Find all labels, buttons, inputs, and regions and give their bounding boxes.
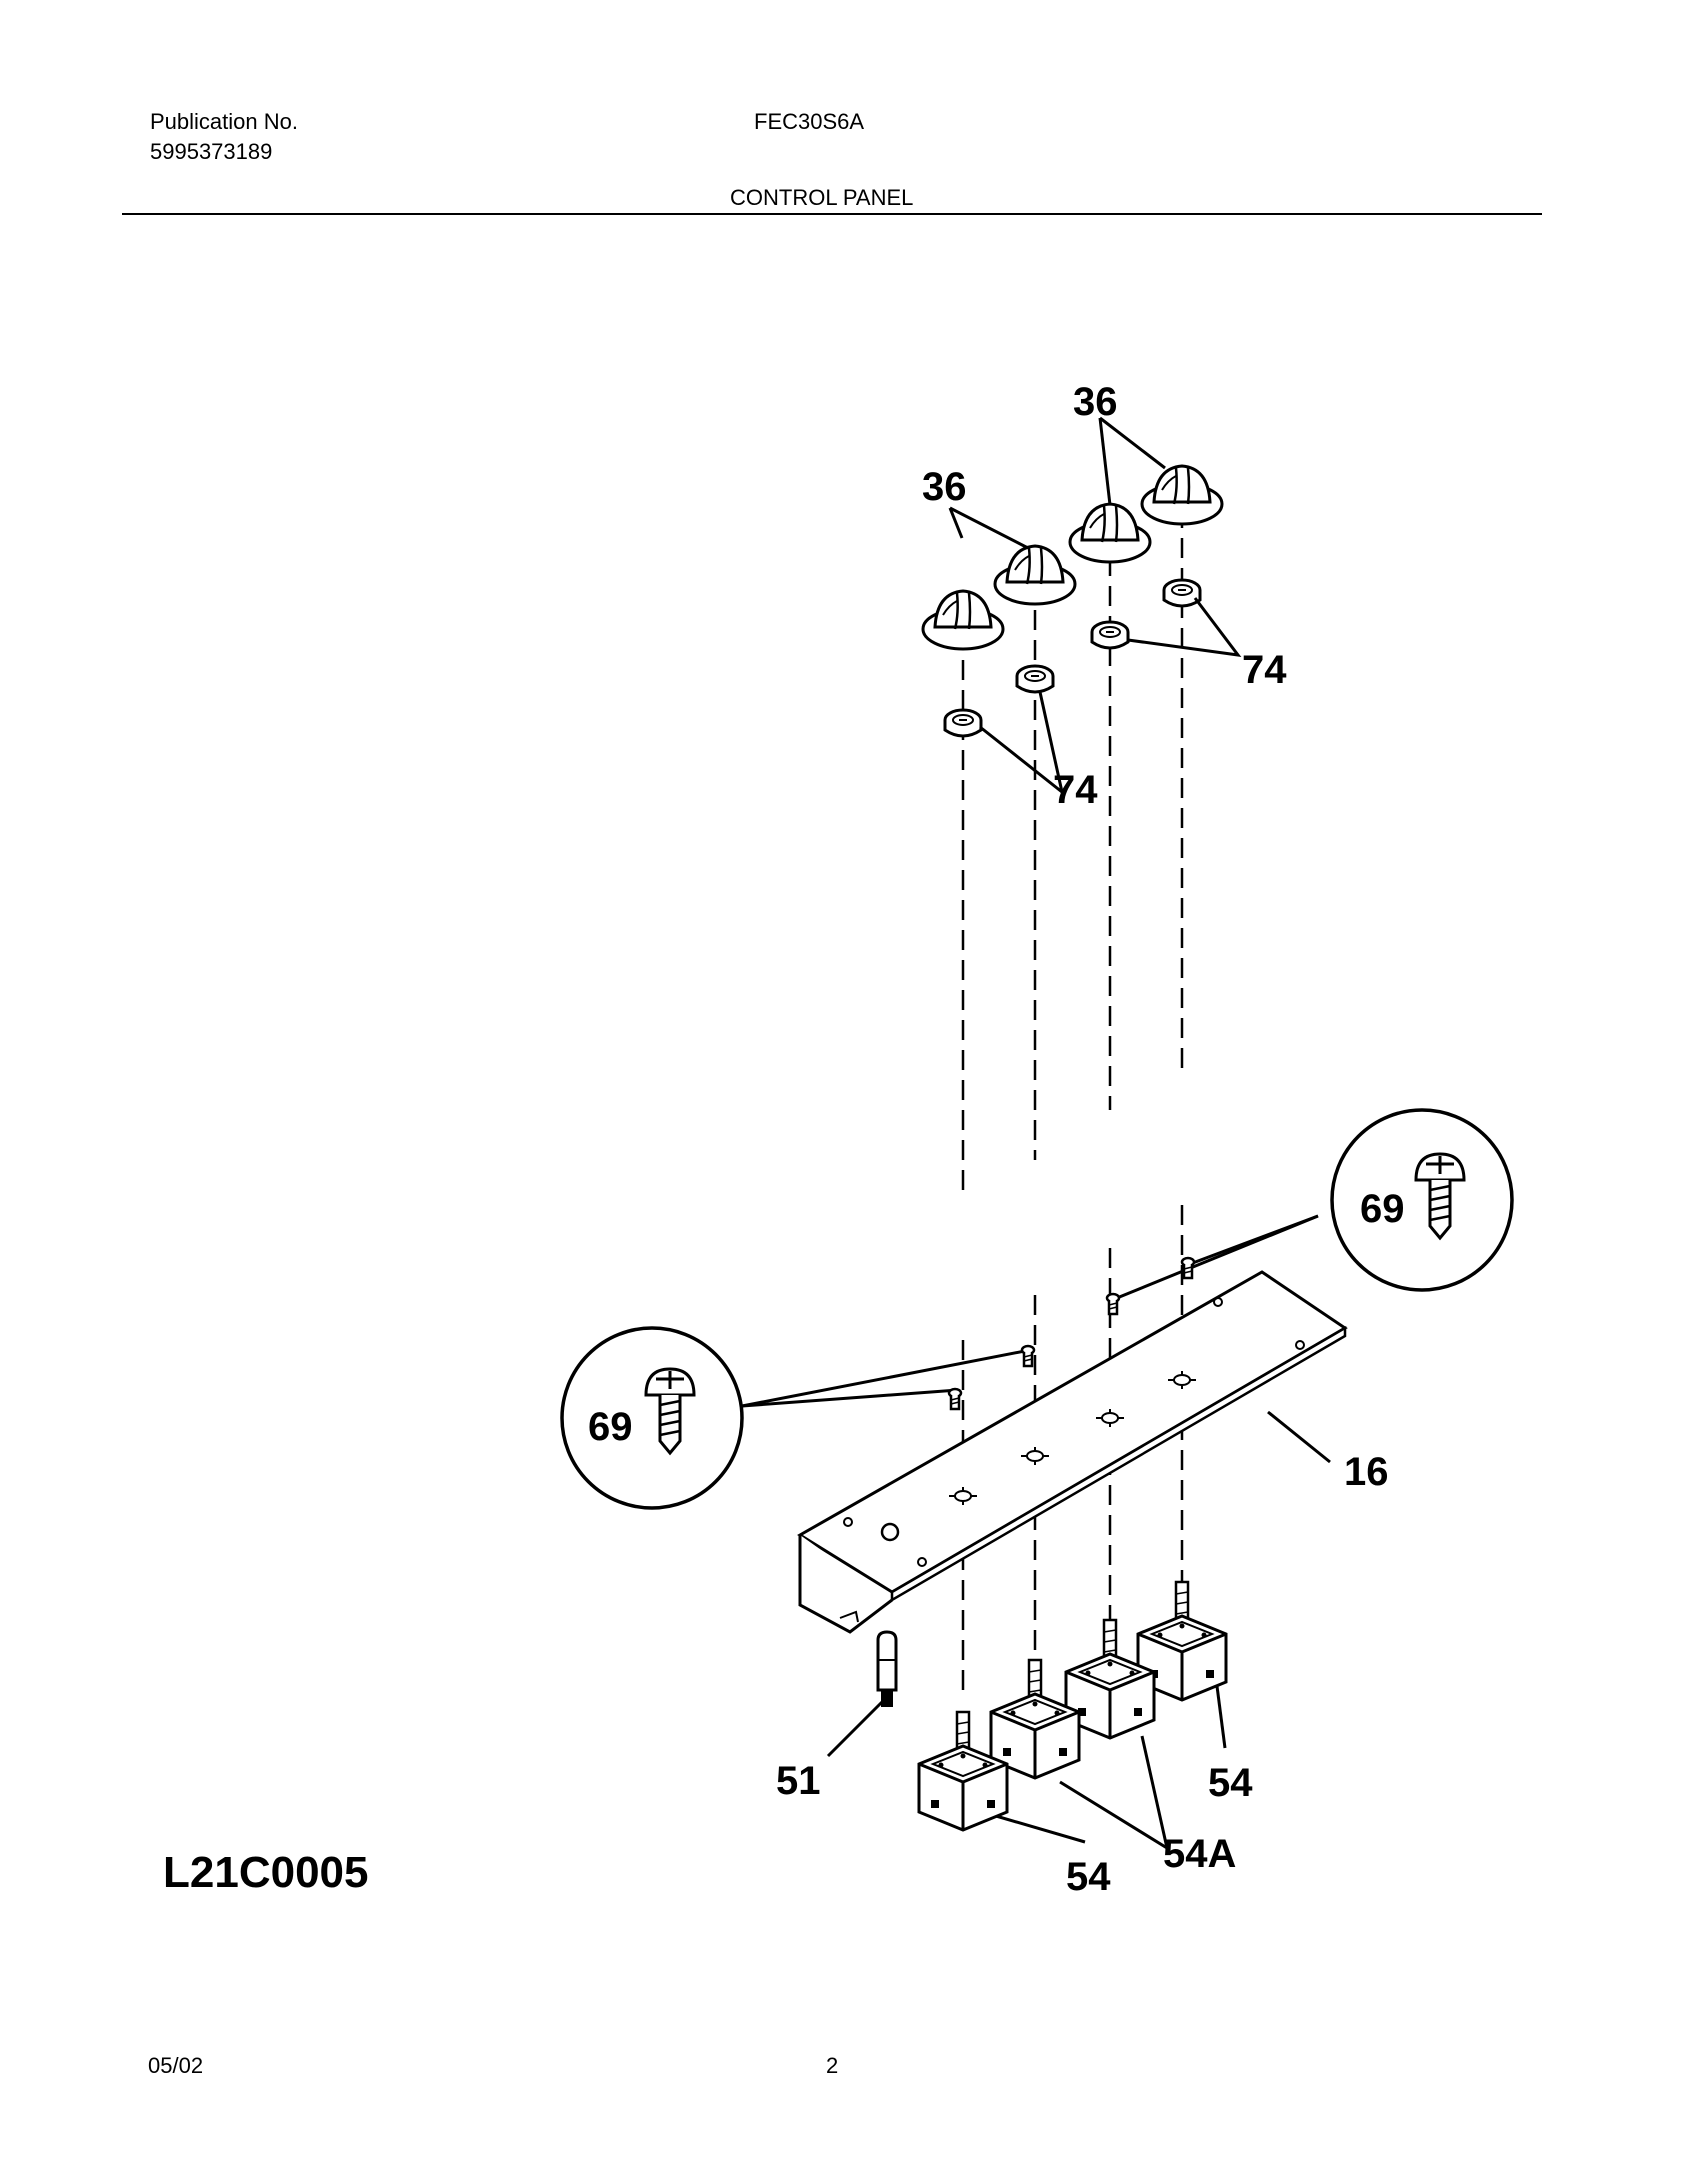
screw-part-69: [1020, 1344, 1036, 1368]
switch-part-51: [876, 1630, 898, 1707]
callout-16: 16: [1344, 1450, 1389, 1494]
bezel-part-74: [1162, 578, 1202, 608]
knob-part-36: [1068, 502, 1152, 564]
screw-detail-right: [1330, 1108, 1514, 1292]
knob-part-36: [993, 544, 1077, 606]
publication-number: 5995373189: [150, 139, 273, 164]
callout-36: 36: [922, 465, 967, 509]
model-number: FEC30S6A: [754, 109, 865, 134]
callout-54a: 54A: [1163, 1832, 1236, 1876]
leader-lines: [741, 416, 1331, 1852]
callout-54: 54: [1066, 1855, 1111, 1899]
knob-part-36: [921, 589, 1005, 651]
footer-page-number: 2: [826, 2053, 839, 2078]
callout-69: 69: [588, 1405, 633, 1449]
section-title: CONTROL PANEL: [730, 185, 914, 210]
diagram-id: L21C0005: [163, 1848, 368, 1897]
callout-74: 74: [1242, 648, 1287, 692]
screw-part-69: [1105, 1292, 1121, 1316]
knob-part-36: [1140, 464, 1224, 526]
bezel-part-74: [943, 708, 983, 738]
screw-detail-left: [560, 1326, 744, 1510]
publication-label: Publication No.: [150, 109, 298, 134]
screw-part-69: [1180, 1256, 1196, 1280]
footer-date: 05/02: [148, 2053, 204, 2078]
callout-74: 74: [1053, 768, 1098, 812]
bezel-part-74: [1090, 620, 1130, 650]
header-rule: [122, 213, 1542, 215]
screw-part-69: [947, 1387, 963, 1411]
control-panel-part-16: [797, 1270, 1348, 1634]
callout-54: 54: [1208, 1761, 1253, 1805]
callout-51: 51: [776, 1759, 821, 1803]
callout-36: 36: [1073, 380, 1118, 424]
bezel-part-74: [1015, 664, 1055, 694]
callout-69: 69: [1360, 1187, 1405, 1231]
